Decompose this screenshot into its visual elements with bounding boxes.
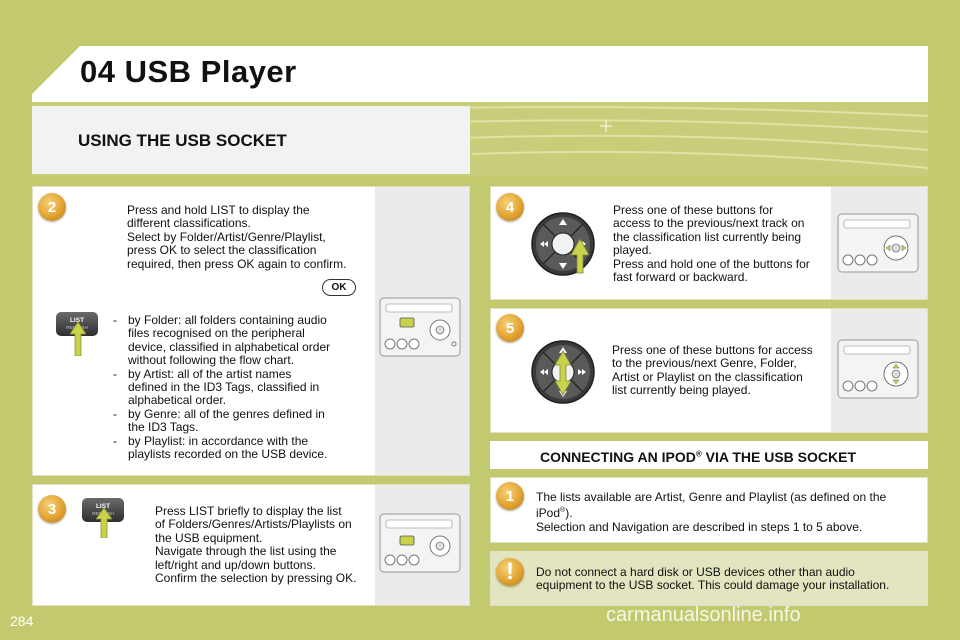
step1-text: The lists available are Artist, Genre an… (536, 490, 921, 534)
step4-badge: 4 (496, 193, 524, 221)
text-line: of Folders/Genres/Artists/Playlists on (155, 517, 352, 532)
list-item: by Folder: all folders containing audio … (113, 313, 373, 368)
step2-classification-list: by Folder: all folders containing audio … (113, 313, 373, 462)
text-line: by Artist: all of the artist names (128, 366, 292, 381)
text-line: Press LIST briefly to display the list (155, 504, 342, 518)
list-key-label: LIST (69, 317, 85, 324)
step5-text: Press one of these buttons for access to… (612, 343, 832, 398)
step3-badge: 3 (38, 495, 66, 523)
text-line: defined in the ID3 Tags, classified in (128, 380, 320, 395)
step2-intro: Press and hold LIST to display the diffe… (127, 203, 377, 271)
warning-icon: ! (496, 558, 524, 586)
text-line: press OK to select the classification (127, 243, 317, 258)
text-line: Press and hold LIST to display the (127, 203, 310, 217)
page-number: 284 (10, 613, 34, 629)
text-line: Artist or Playlist on the classification (612, 369, 803, 384)
text-line: playlists recorded on the USB device. (128, 447, 328, 462)
navigation-pad-icon (531, 212, 595, 276)
list-key-label: LIST (95, 503, 111, 510)
text-line: to the previous/next Genre, Folder, (612, 356, 797, 371)
text-line: iPod®). (536, 504, 921, 520)
text-line: Press and hold one of the buttons for (613, 256, 810, 271)
step1-ipod-panel (490, 477, 928, 543)
text-line: Selection and Navigation are described i… (536, 519, 863, 534)
page-title: 04 USB Player (80, 54, 297, 89)
text-line: the ID3 Tags. (128, 420, 199, 435)
list-item: by Genre: all of the genres defined in t… (113, 406, 373, 435)
heading-text: CONNECTING AN IPOD (540, 449, 696, 465)
text-line: Select by Folder/Artist/Genre/Playlist, (127, 229, 326, 244)
text-line: by Folder: all folders containing audio (128, 313, 327, 327)
text-line: list currently being played. (612, 383, 751, 398)
text-line: Do not connect a hard disk or USB device… (536, 565, 855, 579)
text-line: required, then press OK again to confirm… (127, 256, 347, 271)
text-line: played. (613, 243, 652, 258)
text-line: access to the previous/next track on (613, 216, 805, 231)
step5-badge: 5 (496, 314, 524, 342)
radio-unit-illustration (837, 213, 919, 273)
text-line: by Genre: all of the genres defined in (128, 406, 325, 421)
warning-panel (490, 551, 928, 606)
step2-badge: 2 (38, 193, 66, 221)
text-line: device, classified in alphabetical order (128, 339, 331, 354)
text-line: different classifications. (127, 216, 251, 231)
text-line: equipment to the USB socket. This could … (536, 578, 890, 593)
text-line: Confirm the selection by pressing OK. (155, 571, 357, 586)
text-line: fast forward or backward. (613, 270, 748, 285)
step3-text: Press LIST briefly to display the list o… (155, 504, 375, 586)
press-arrow-icon (70, 322, 86, 356)
registered-mark: ® (560, 507, 566, 515)
warning-text: Do not connect a hard disk or USB device… (536, 565, 921, 593)
section-heading-box (32, 106, 470, 174)
text-line: without following the flow chart. (128, 353, 295, 368)
header-bar (32, 46, 928, 102)
text-line: Navigate through the list using the (155, 544, 337, 559)
text-line: Press one of these buttons for (613, 203, 774, 217)
connect-heading: CONNECTING AN IPOD® VIA THE USB SOCKET (540, 449, 856, 465)
text-line: Press one of these buttons for access (612, 343, 813, 357)
text-line: by Playlist: in accordance with the (128, 433, 309, 448)
text-line: the USB equipment. (155, 530, 263, 545)
text-part: iPod (536, 506, 561, 521)
registered-mark: ® (695, 449, 702, 459)
step1-badge: 1 (496, 482, 524, 510)
radio-unit-illustration (379, 513, 461, 573)
text-line: the classification list currently being (613, 229, 802, 244)
list-item: by Artist: all of the artist names defin… (113, 366, 373, 408)
text-line: files recognised on the peripheral (128, 326, 305, 341)
text-line: left/right and up/down buttons. (155, 557, 316, 572)
connect-heading-box (490, 441, 928, 469)
heading-text: VIA THE USB SOCKET (701, 449, 857, 465)
press-arrow-icon (96, 508, 112, 538)
list-item: by Playlist: in accordance with the play… (113, 433, 373, 462)
radio-unit-illustration (837, 339, 919, 399)
watermark: carmanualsonline.info (606, 604, 801, 626)
ok-button-icon: OK (322, 279, 356, 296)
section-heading: USING THE USB SOCKET (78, 131, 287, 150)
radio-unit-illustration (379, 297, 461, 357)
step4-text: Press one of these buttons for access to… (613, 203, 828, 285)
text-line: alphabetical order. (128, 393, 227, 408)
text-part: ). (565, 506, 573, 521)
navigation-pad-icon (531, 340, 595, 404)
text-line: The lists available are Artist, Genre an… (536, 490, 887, 504)
